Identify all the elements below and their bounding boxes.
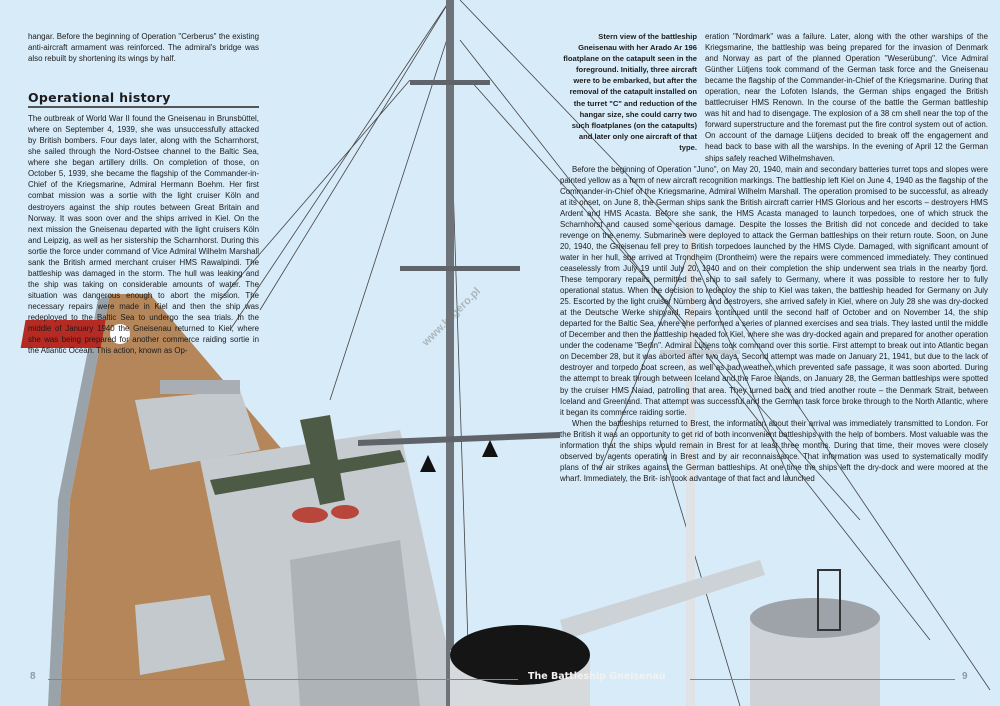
footer-rule-right — [690, 679, 955, 680]
right-column: Stern view of the battleship Gneisenau w… — [560, 31, 988, 484]
text-line: their arrival was immediately transmitte… — [560, 418, 988, 439]
text-line: the ships left the dry-dock and — [804, 462, 915, 472]
floatplane — [210, 415, 405, 523]
text-line: ish took advantage of — [659, 473, 735, 483]
right-column-tail: When the battleships returned to Brest, … — [560, 418, 988, 484]
text-line: Immediately, the Brit- — [583, 473, 658, 483]
page-number-left: 8 — [30, 671, 36, 682]
section-heading: Operational history — [28, 90, 259, 109]
left-column: hangar. Before the beginning of Operatio… — [28, 31, 259, 356]
main-mast — [446, 0, 454, 706]
text-line: months. During that time, their moves we… — [802, 440, 961, 450]
text-line: Brest and by air reconnaissance. That — [680, 451, 819, 461]
text-line: that fact and launched — [737, 473, 815, 483]
intro-paragraph: hangar. Before the beginning of Operatio… — [28, 32, 259, 64]
swastika-panel — [20, 320, 106, 348]
body-paragraph: Before the beginning of Operation "Juno"… — [560, 164, 988, 417]
aft-mast — [686, 226, 695, 706]
text-line: modify plans of the air strikes against — [560, 451, 988, 472]
text-line: it was an opportunity to get rid of both… — [597, 429, 817, 439]
text-line: with the help of bombers. Most valuable … — [560, 429, 988, 450]
text-line: that the ships would remain in Brest for… — [602, 440, 800, 450]
rear-turret — [135, 595, 225, 675]
text-line: When the battleships returned to Brest, … — [572, 418, 789, 428]
text-line: closely observed by agents operating in — [560, 440, 988, 461]
image-caption: Stern view of the battleship Gneisenau w… — [563, 32, 697, 152]
footer-rule-left — [48, 679, 518, 680]
text-line: were moored at the wharf. — [560, 462, 989, 483]
hull-side — [48, 294, 110, 706]
turret — [135, 390, 260, 470]
running-title: The Battleship Gneisenau — [528, 671, 666, 682]
body-paragraph: The outbreak of World War II found the G… — [28, 114, 259, 356]
body-paragraph: eration "Nordmark" was a failure. Later,… — [705, 32, 988, 163]
text-line: the German battleships. At one time — [671, 462, 802, 472]
page-number-right: 9 — [962, 671, 968, 682]
text-line: information was used to systematically — [822, 451, 962, 461]
